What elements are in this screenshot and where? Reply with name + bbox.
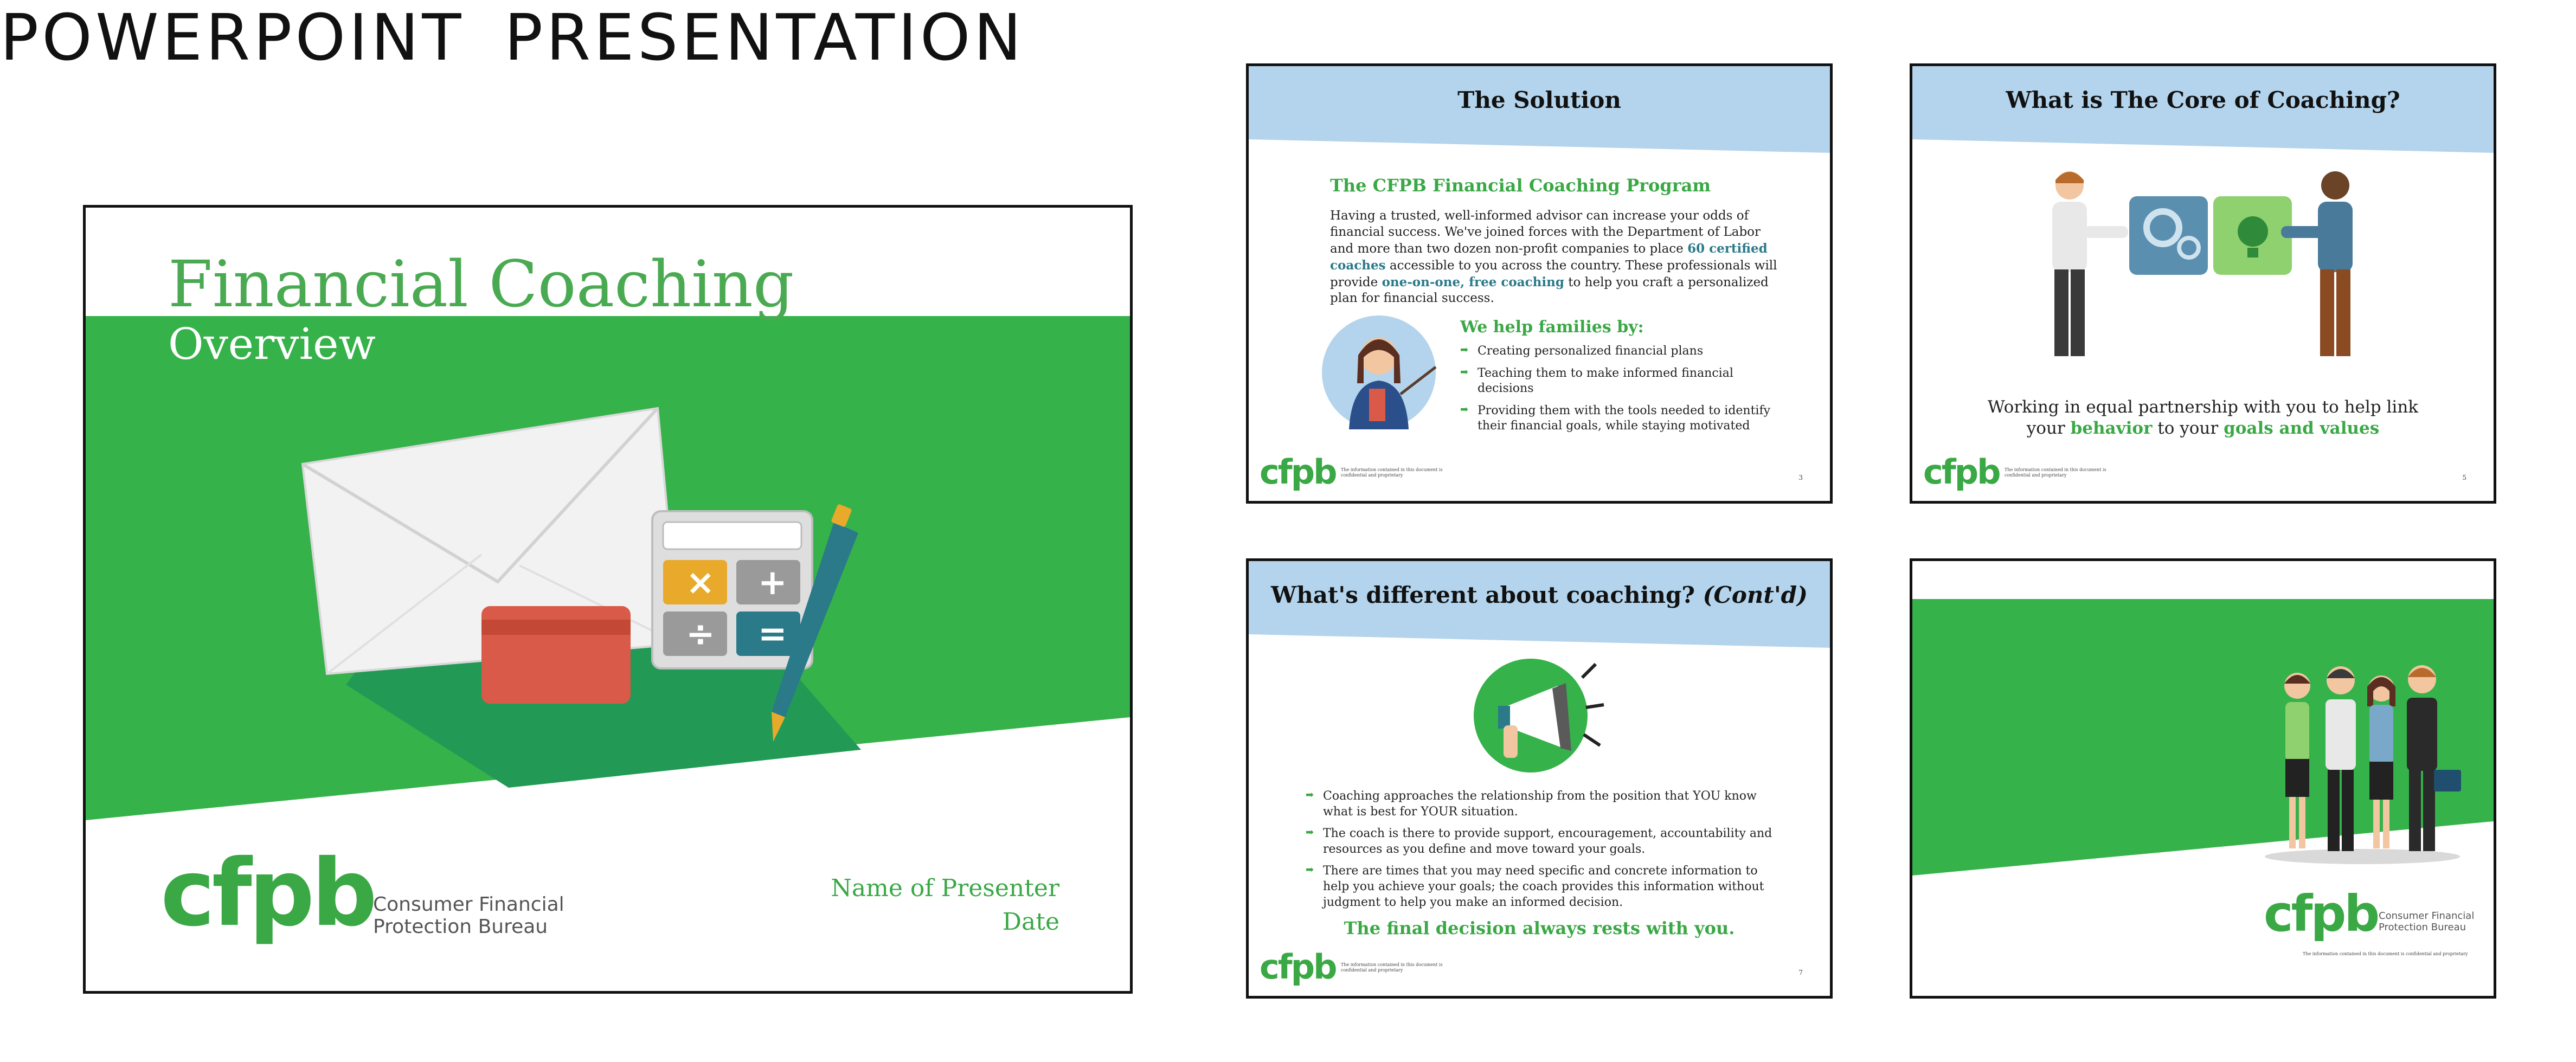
bureau-line-1: Consumer Financial [373,893,564,916]
footnote: The information contained in this docume… [2303,951,2468,956]
main-slide-title: Financial Coaching [168,247,794,321]
list-item: The coach is there to provide support, e… [1306,826,1783,857]
cfpb-logo: cfpb [160,840,377,947]
footnote: The information contained in this docume… [1341,467,1443,478]
list-item: There are times that you may need specif… [1306,864,1783,910]
calc-key-divide: ÷ [686,614,715,654]
help-heading: We help families by: [1460,318,1644,337]
cfpb-logo: cfpb [1923,452,2001,492]
slide-header-band [1912,66,2494,153]
slide-header-band [1249,561,1830,648]
page-number: 7 [1798,969,1803,976]
calculator-icon [651,510,813,670]
caption-line-2: your behavior to your goals and values [2026,418,2380,438]
bureau-name: Consumer Financial Protection Bureau [2379,910,2475,933]
team-illustration [2265,665,2461,864]
help-list: Creating personalized financial plans Te… [1460,344,1775,441]
program-description: Having a trusted, well-informed advisor … [1330,209,1777,306]
partnership-caption: Working in equal partnership with you to… [1912,397,2494,439]
closing-statement: The final decision always rests with you… [1344,918,1735,938]
megaphone-icon [1474,659,1604,773]
slide-title: What's different about coaching? (Cont'd… [1271,582,1808,608]
bureau-name: Consumer Financial Protection Bureau [373,893,564,938]
section-heading: The CFPB Financial Coaching Program [1330,175,1711,196]
calc-key-equals: = [758,614,787,654]
main-slide-subtitle: Overview [168,319,376,369]
presenter-name: Name of Presenter [831,874,1059,902]
list-item: Creating personalized financial plans [1460,344,1775,359]
presentation-date: Date [1002,908,1059,936]
puzzle-partnership-illustration [2052,171,2353,356]
page-number: 5 [2462,474,2466,481]
bureau-line-2: Protection Bureau [2379,921,2466,933]
slide-title: What is The Core of Coaching? [2006,87,2400,113]
slide-closing[interactable]: cfpb Consumer Financial Protection Burea… [1910,558,2496,999]
footnote: The information contained in this docume… [1341,962,1443,973]
list-item: Teaching them to make informed financial… [1460,366,1775,397]
caption-line-1: Working in equal partnership with you to… [1987,397,2419,417]
cfpb-logo: cfpb [2264,885,2380,943]
main-slide-background [86,316,1130,820]
page-heading: POWERPOINT PRESENTATION [0,0,1025,75]
advisor-illustration [1322,316,1437,429]
coaching-difference-list: Coaching approaches the relationship fro… [1306,789,1783,917]
slide-the-solution[interactable]: The Solution The CFPB Financial Coaching… [1246,63,1833,504]
pen-icon [772,504,858,742]
slide-title: The Solution [1457,87,1621,113]
footnote: The information contained in this docume… [2005,467,2106,478]
cfpb-logo: cfpb [1260,452,1337,492]
bureau-line-2: Protection Bureau [373,916,548,938]
calc-key-multiply: × [686,563,715,603]
calc-key-plus: + [758,563,787,603]
main-slide[interactable]: × + ÷ = Financial Coaching Overview cfpb… [83,205,1133,994]
credit-card-icon [481,606,631,704]
slide-core-of-coaching[interactable]: What is The Core of Coaching? Working in… [1910,63,2496,504]
slide-whats-different[interactable]: What's different about coaching? (Cont'd… [1246,558,1833,999]
briefcase-icon [2434,770,2461,791]
list-item: Coaching approaches the relationship fro… [1306,789,1783,820]
list-item: Providing them with the tools needed to … [1460,403,1775,434]
cfpb-logo: cfpb [1260,947,1337,987]
slide-header-band [1249,66,1830,153]
bureau-line-1: Consumer Financial [2379,910,2475,922]
page-number: 3 [1798,474,1803,481]
